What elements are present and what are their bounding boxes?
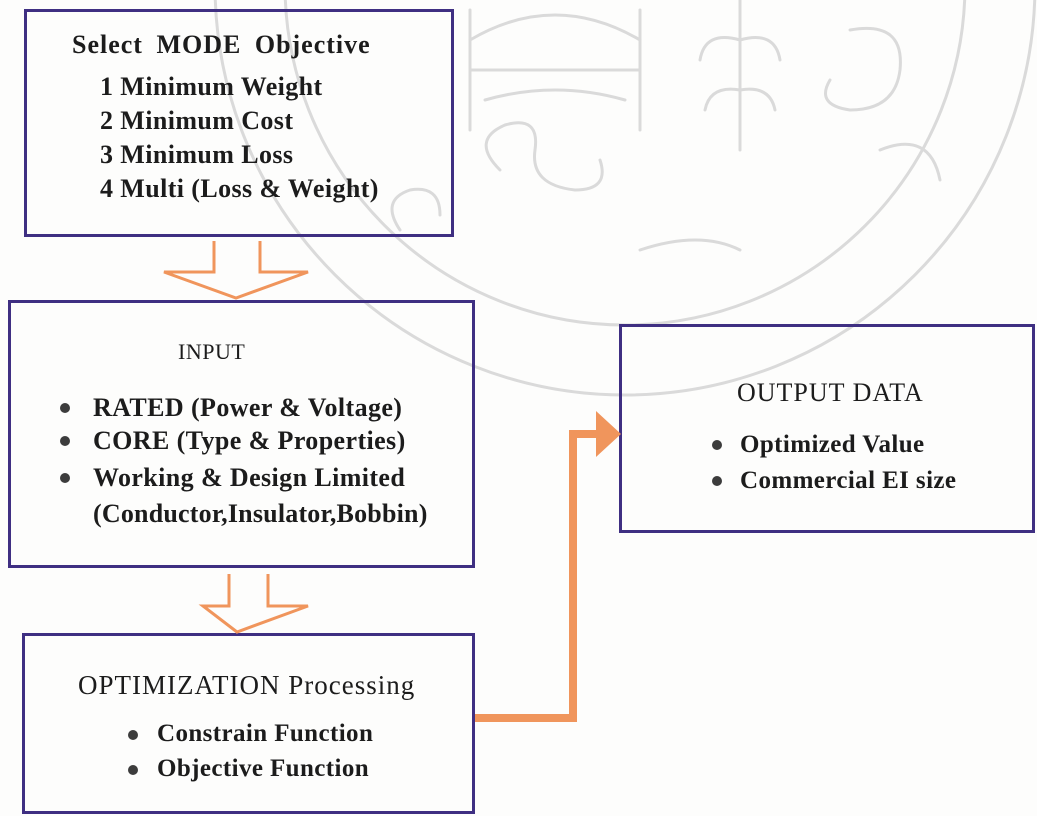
bullet-icon	[712, 476, 722, 486]
mode-option: 3 Minimum Loss	[100, 140, 294, 169]
optimization-item-label: Constrain Function	[157, 720, 374, 747]
mode-to-input-arrow-icon	[163, 241, 309, 300]
bullet-icon	[60, 473, 70, 483]
seal-swirl-ornament-left	[484, 121, 604, 192]
bullet-icon	[712, 440, 722, 450]
bullet-icon	[60, 403, 70, 413]
optimization-box-title: OPTIMIZATION Processing	[78, 670, 416, 700]
output-item-label: Optimized Value	[740, 431, 925, 458]
input-to-optimization-arrow-icon	[198, 574, 309, 634]
mode-option: 2 Minimum Cost	[100, 106, 294, 135]
mode-option: 4 Multi (Loss & Weight)	[100, 174, 379, 203]
input-item-label: Working & Design Limited	[93, 463, 406, 492]
mode-option: 1 Minimum Weight	[100, 72, 323, 101]
input-box-title: INPUT	[178, 339, 246, 364]
input-item-label: CORE (Type & Properties)	[93, 426, 406, 455]
output-item-label: Commercial EI size	[740, 467, 957, 494]
seal-swirl-ornament-right	[824, 26, 942, 182]
input-box: INPUT RATED (Power & Voltage) CORE (Type…	[8, 300, 475, 568]
bullet-icon	[60, 436, 70, 446]
mode-options-list: 1 Minimum Weight 2 Minimum Cost 3 Minimu…	[100, 70, 379, 206]
bullet-icon	[128, 765, 138, 775]
output-data-box: OUTPUT DATA Optimized Value Commercial E…	[619, 324, 1035, 533]
input-item-label: RATED (Power & Voltage)	[93, 393, 403, 422]
connector-arrowhead-icon	[596, 411, 621, 457]
seal-plant-ornament	[698, 0, 782, 152]
mode-objective-box: Select MODE Objective 1 Minimum Weight 2…	[24, 9, 454, 237]
bullet-icon	[128, 730, 138, 740]
output-box-title: OUTPUT DATA	[737, 378, 924, 407]
mode-box-title: Select MODE Objective	[72, 30, 371, 59]
seal-crown-ornament	[468, 8, 642, 132]
optimization-to-output-connector	[475, 430, 600, 722]
optimization-box: OPTIMIZATION Processing Constrain Functi…	[22, 633, 475, 814]
input-item-detail: (Conductor,Insulator,Bobbin)	[93, 499, 428, 528]
optimization-item-label: Objective Function	[157, 755, 370, 782]
